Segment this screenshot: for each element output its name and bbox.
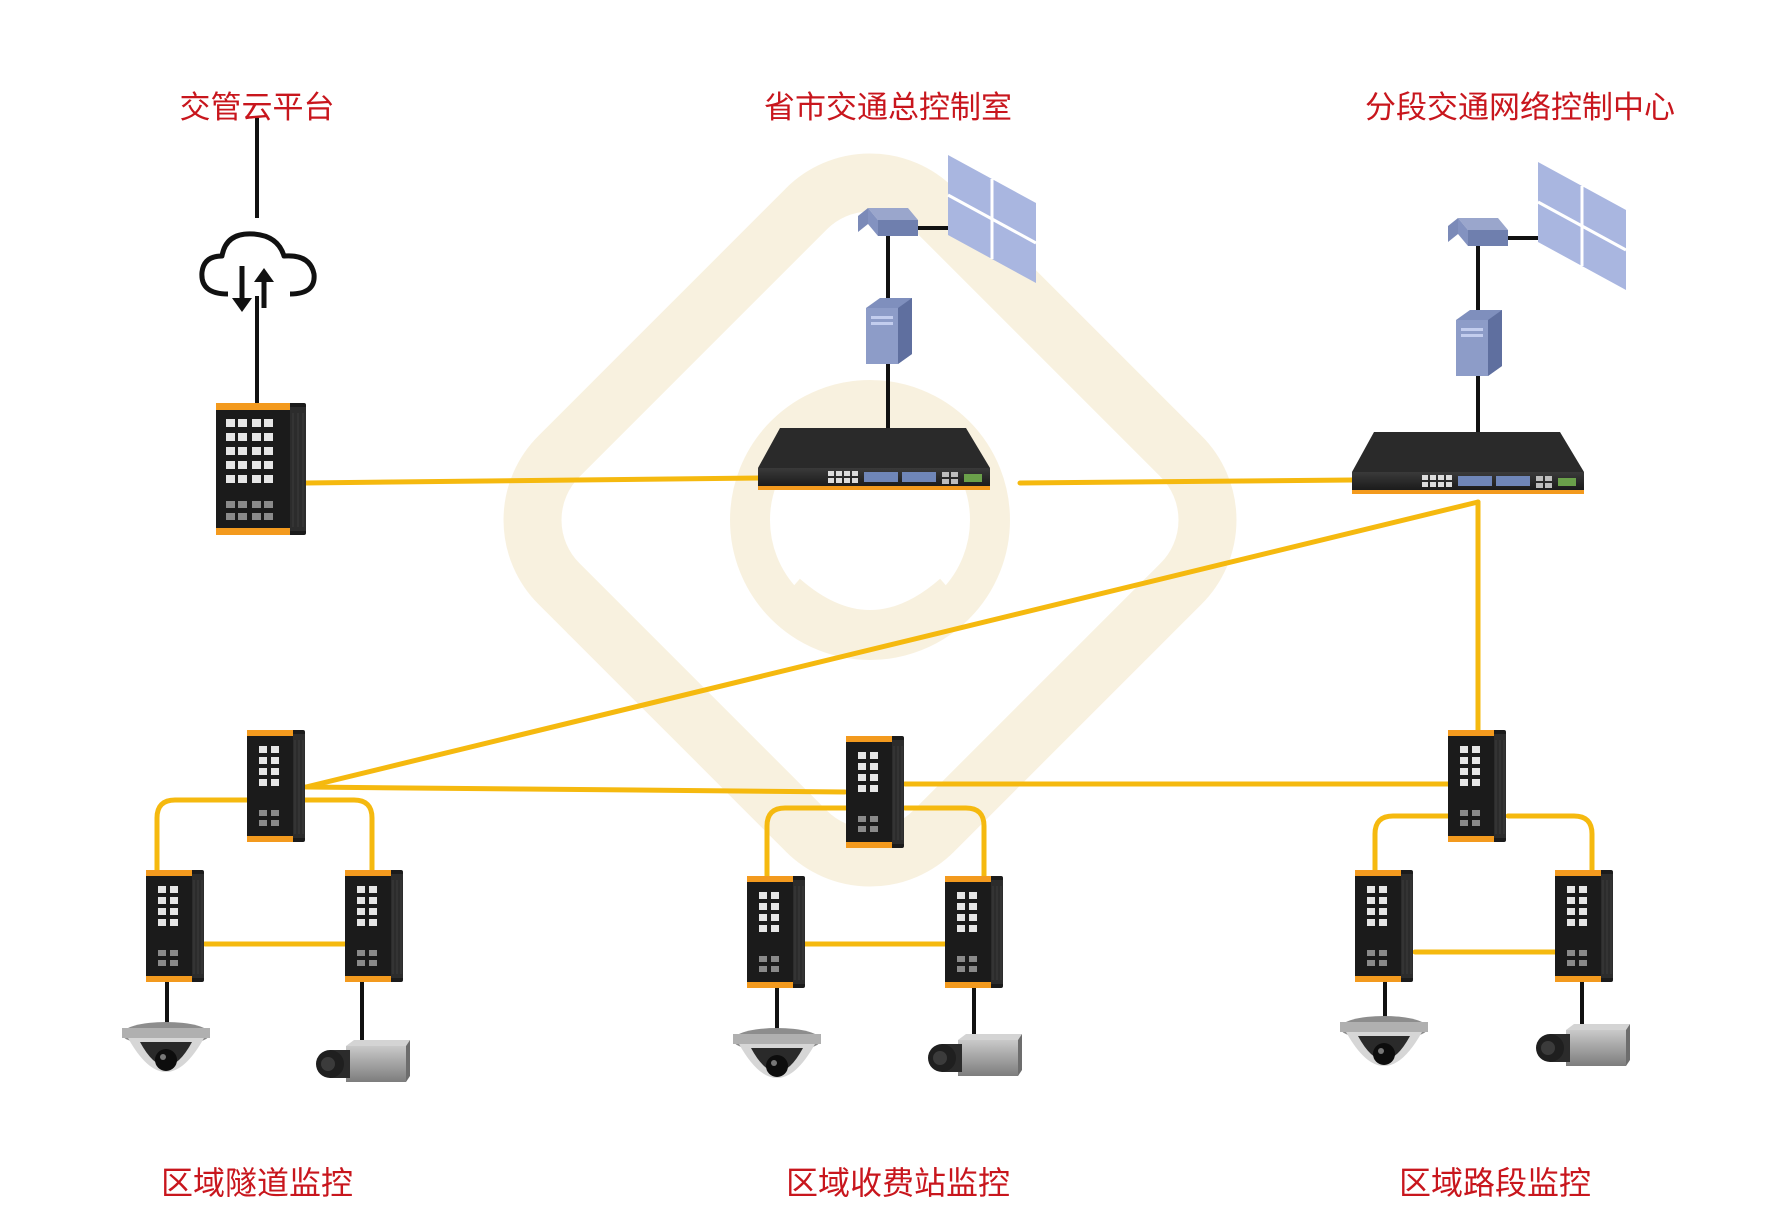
toll-zone-label: 区域收费站监控 [785,1164,1011,1202]
tunnel-dome-camera-icon [122,1022,210,1072]
tunnel-zone-label: 区域隧道监控 [160,1164,354,1202]
segment-server-icon [1456,310,1502,376]
segment-center-label: 分段交通网络控制中心 [1365,90,1675,126]
toll-access-switch-right [944,875,1004,989]
background-watermark [503,153,1237,887]
cloud-platform-switch [216,403,306,535]
road-aggregation-switch [1447,729,1507,843]
segment-core-switch [1352,432,1584,494]
toll-access-switch-left [746,875,806,989]
provincial-router-icon [858,208,918,236]
tunnel-aggregation-switch [246,729,306,843]
provincial-center-label: 省市交通总控制室 [764,90,1012,126]
road-access-switch-left [1354,869,1414,983]
toll-dome-camera-icon [733,1028,821,1078]
fiber-links [154,475,1595,955]
segment-video-wall-icon [1536,160,1628,292]
toll-box-camera-icon [928,1034,1022,1076]
copper-links-top [255,118,1538,432]
segment-router-icon [1448,218,1508,246]
road-dome-camera-icon [1340,1016,1428,1066]
road-access-switch-right [1554,869,1614,983]
road-zone-label: 区域路段监控 [1398,1164,1592,1202]
provincial-core-switch [758,428,990,490]
cloud-platform-label: 交管云平台 [179,90,335,126]
copper-links-bottom [165,982,1584,1045]
provincial-server-icon [866,298,912,364]
toll-aggregation-switch [845,735,905,849]
tunnel-access-switch-left [145,869,205,983]
tunnel-box-camera-icon [316,1040,410,1082]
tunnel-access-switch-right [344,869,404,983]
cloud-updown-icon [199,231,317,312]
road-box-camera-icon [1536,1024,1630,1066]
